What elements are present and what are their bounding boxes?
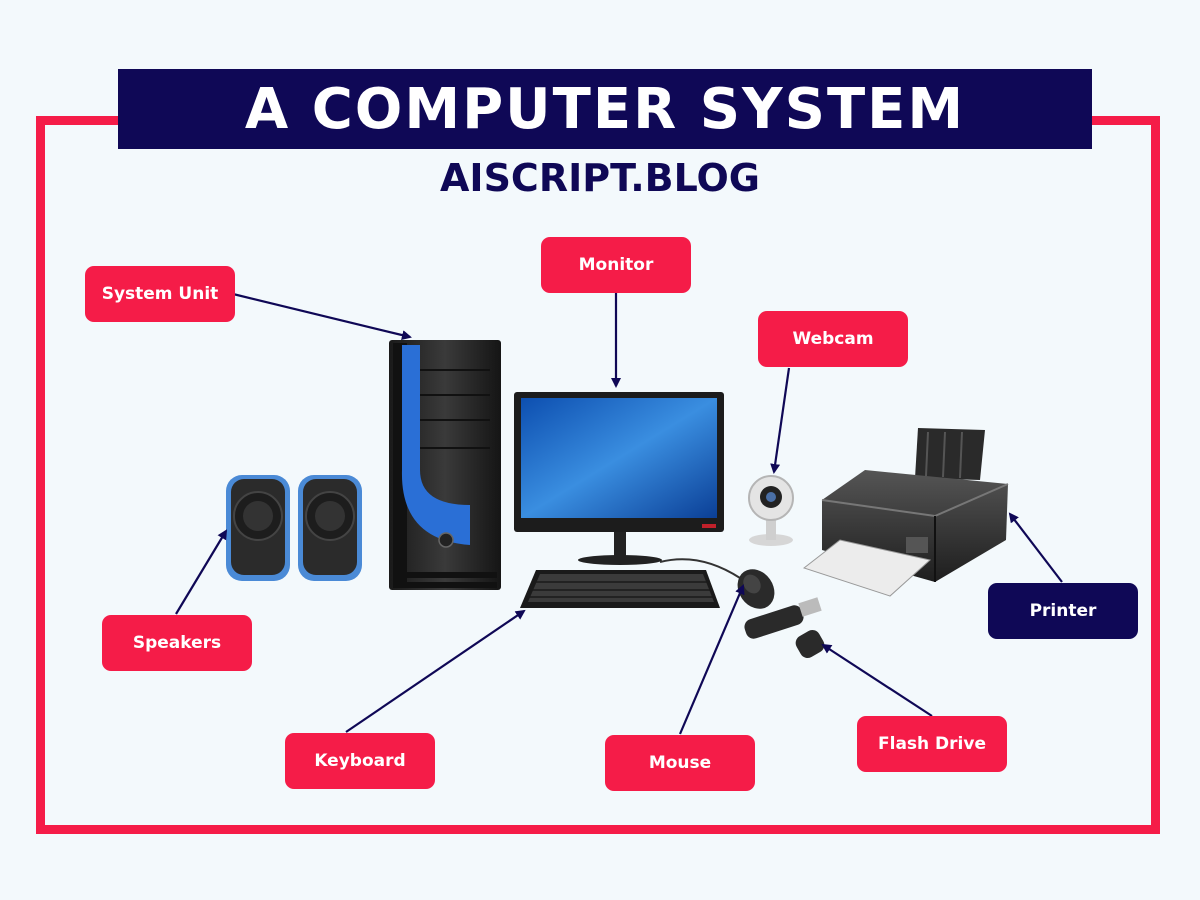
label-monitor: Monitor xyxy=(541,237,691,293)
label-webcam-text: Webcam xyxy=(792,329,874,349)
label-system-unit: System Unit xyxy=(85,266,235,322)
system-unit-icon xyxy=(389,340,501,590)
page-title: A COMPUTER SYSTEM xyxy=(244,76,966,142)
label-keyboard: Keyboard xyxy=(285,733,435,789)
webcam-icon xyxy=(748,475,794,546)
mouse-connector xyxy=(678,584,745,735)
label-speakers-text: Speakers xyxy=(132,633,222,653)
monitor-icon xyxy=(514,392,724,565)
label-speakers: Speakers xyxy=(102,615,252,671)
system-unit-connector xyxy=(232,292,412,340)
webcam-connector xyxy=(770,367,791,474)
label-monitor-text: Monitor xyxy=(578,255,654,275)
title-banner: A COMPUTER SYSTEM xyxy=(118,69,1092,149)
keyboard-connector xyxy=(345,609,526,733)
flash-drive-icon xyxy=(744,597,825,658)
label-webcam: Webcam xyxy=(758,311,908,367)
printer-icon xyxy=(802,428,1009,597)
label-keyboard-text: Keyboard xyxy=(314,751,406,771)
mouse-icon xyxy=(737,569,775,609)
flash-drive-connector xyxy=(821,643,933,717)
label-system-unit-text: System Unit xyxy=(101,284,219,304)
printer-connector xyxy=(1008,512,1063,583)
label-flash-drive: Flash Drive xyxy=(857,716,1007,772)
label-printer-text: Printer xyxy=(1029,601,1097,621)
label-printer: Printer xyxy=(988,583,1138,639)
page-subtitle: AISCRIPT.BLOG xyxy=(440,156,760,200)
label-mouse: Mouse xyxy=(605,735,755,791)
keyboard-icon xyxy=(520,558,741,608)
speakers-icon xyxy=(226,475,362,581)
speakers-connector xyxy=(175,529,228,615)
label-flash-drive-text: Flash Drive xyxy=(878,734,986,754)
label-mouse-text: Mouse xyxy=(648,753,712,773)
